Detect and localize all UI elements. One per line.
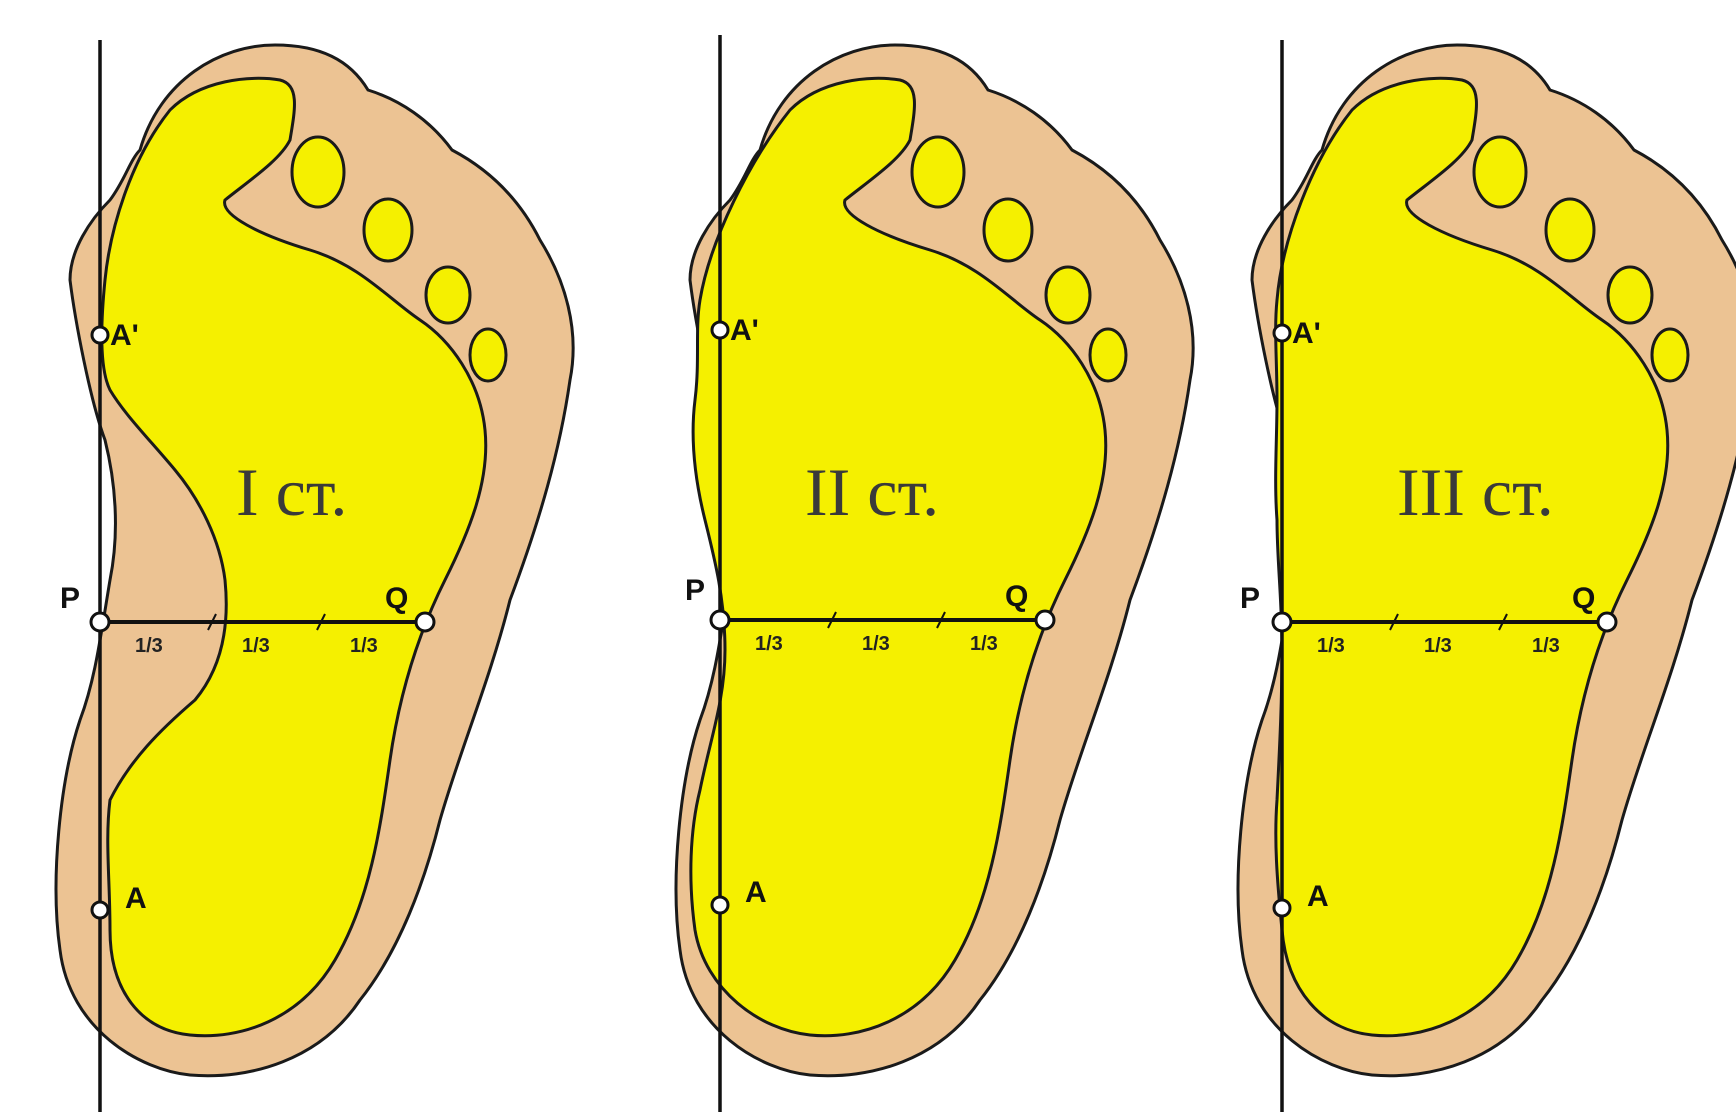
panel-degree-2: A' P Q A 1/3 1/3 1/3 II ст.	[676, 35, 1193, 1112]
toe-2-icon	[292, 137, 344, 207]
label-third: 1/3	[970, 633, 998, 655]
point-a-prime-marker	[1274, 325, 1290, 341]
point-a-marker	[92, 902, 108, 918]
label-a-prime: A'	[110, 319, 139, 352]
degree-label: III ст.	[1397, 454, 1554, 530]
point-q-marker	[1036, 611, 1054, 629]
degree-label: II ст.	[805, 454, 939, 530]
label-third: 1/3	[350, 635, 378, 657]
label-q: Q	[385, 582, 408, 615]
point-p-marker	[711, 611, 729, 629]
point-q-marker	[416, 613, 434, 631]
label-q: Q	[1572, 582, 1595, 615]
toe-3-icon	[1546, 199, 1594, 261]
point-p-marker	[1273, 613, 1291, 631]
label-third: 1/3	[1424, 635, 1452, 657]
toe-4-icon	[1608, 267, 1652, 323]
label-third: 1/3	[1532, 635, 1560, 657]
point-a-marker	[1274, 900, 1290, 916]
label-third: 1/3	[755, 633, 783, 655]
panel-degree-1: A' P Q A 1/3 1/3 1/3 I ст.	[56, 40, 573, 1112]
degree-label: I ст.	[236, 454, 347, 530]
label-a-prime: A'	[730, 314, 759, 347]
toe-3-icon	[984, 199, 1032, 261]
label-third: 1/3	[135, 635, 163, 657]
point-a-prime-marker	[92, 327, 108, 343]
toe-4-icon	[1046, 267, 1090, 323]
label-q: Q	[1005, 580, 1028, 613]
toe-5-icon	[1090, 329, 1126, 381]
label-p: P	[1240, 582, 1260, 615]
panel-degree-3: A' P Q A 1/3 1/3 1/3 III ст.	[1238, 40, 1736, 1112]
label-p: P	[60, 582, 80, 615]
label-third: 1/3	[1317, 635, 1345, 657]
label-a: A	[745, 876, 767, 909]
toe-2-icon	[912, 137, 964, 207]
toe-2-icon	[1474, 137, 1526, 207]
label-p: P	[685, 574, 705, 607]
toe-4-icon	[426, 267, 470, 323]
point-a-prime-marker	[712, 322, 728, 338]
toe-5-icon	[1652, 329, 1688, 381]
toe-5-icon	[470, 329, 506, 381]
label-a: A	[1307, 880, 1329, 913]
point-q-marker	[1598, 613, 1616, 631]
label-a: A	[125, 882, 147, 915]
label-third: 1/3	[862, 633, 890, 655]
point-a-marker	[712, 897, 728, 913]
toe-3-icon	[364, 199, 412, 261]
label-a-prime: A'	[1292, 317, 1321, 350]
label-third: 1/3	[242, 635, 270, 657]
point-p-marker	[91, 613, 109, 631]
